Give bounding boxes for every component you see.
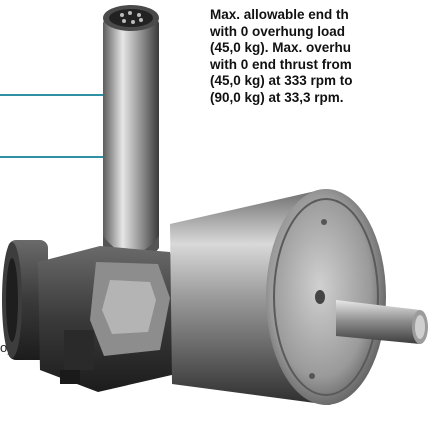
divider-rule-top [0, 94, 107, 96]
caption-line-1: Max. allowable end th [210, 7, 349, 22]
divider-rule-bottom [0, 156, 107, 158]
caption-line-3: (45,0 kg). Max. overhu [210, 40, 352, 56]
valve-body [2, 240, 182, 392]
side-text-fragment: o) [0, 340, 12, 355]
caption-line-2: with 0 overhung load [210, 23, 346, 39]
motor-housing [170, 189, 386, 405]
product-caption: Max. allowable end th with 0 overhung lo… [210, 7, 433, 107]
output-shaft [336, 300, 428, 344]
caption-line-4: with 0 end thrust from [210, 56, 352, 72]
lubricator [103, 5, 159, 288]
caption-line-6: (90,0 kg) at 33,3 rpm. [210, 89, 344, 105]
caption-line-5: (45,0 kg) at 333 rpm to [210, 73, 353, 89]
